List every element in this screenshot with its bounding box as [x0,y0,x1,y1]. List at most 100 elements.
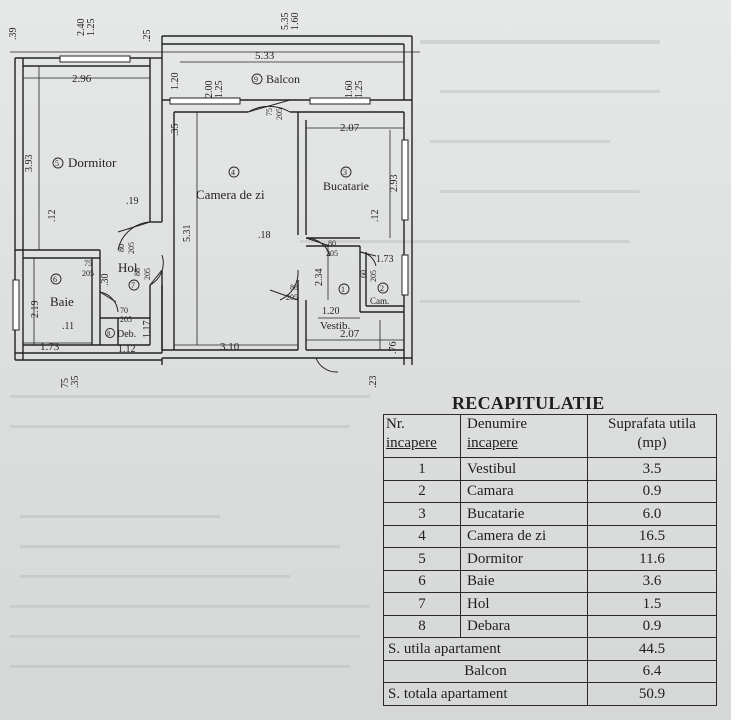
dim-label: 205 [127,242,136,254]
dim-label: 1.60 [344,81,355,99]
dim-label: 205 [369,270,378,282]
room-name: Baie [50,294,74,309]
dim-label: 1.20 [322,306,340,317]
row-area: 0.9 [587,614,717,638]
room-camera-de-zi: 4 Camera de zi [196,166,265,202]
svg-text:4: 4 [231,168,235,177]
row-name: Hol [460,592,588,616]
header-nr: Nr. incapere [383,414,461,458]
dimension-labels: .39 2.40 1.25 .25 5.35 1.60 5.33 2.96 1.… [8,13,400,389]
dim-label: 205 [286,293,298,302]
row-nr: 2 [383,479,461,503]
room-name: Cam. [370,296,389,306]
row-nr: 6 [383,569,461,593]
windows [12,55,409,331]
dim-label: 88 [290,283,298,292]
row-name: Camera de zi [460,524,588,548]
dim-label: .25 [142,30,153,43]
dim-label: 2.93 [389,175,400,193]
dim-label: .35 [170,124,181,137]
svg-text:3: 3 [343,168,347,177]
row-name: Debara [460,614,588,638]
room-camara: 2 Cam. [370,282,389,306]
header-denumire: Denumire incapere [460,414,588,458]
row-area: 3.5 [587,457,717,481]
dim-label: 1.73 [40,341,60,353]
door-swings [99,99,377,373]
balcon-label: Balcon [383,659,588,683]
svg-text:2: 2 [380,284,384,293]
row-nr: 1 [383,457,461,481]
row-name: Camara [460,479,588,503]
dim-label: 60 [359,270,368,278]
dim-label: .76 [388,342,399,355]
dim-label: 2.07 [340,328,360,340]
dim-label: 205 [326,249,338,258]
row-name: Dormitor [460,547,588,571]
room-hol: 7 Hol [118,260,140,291]
row-name: Bucatarie [460,502,588,526]
dim-label: 1.25 [354,81,365,99]
dim-label: 75 [265,108,274,116]
svg-text:1: 1 [341,285,345,294]
dim-label: 5.31 [182,225,193,243]
dim-label: 205 [120,315,132,324]
room-name: Hol [118,260,138,275]
dim-label: 1.12 [118,344,136,355]
total-totala-label: S. totala apartament [383,682,588,706]
dim-label: 1.20 [170,73,181,91]
room-name: Vestib. [320,320,351,332]
dim-label: 80 [117,244,126,252]
row-nr: 5 [383,547,461,571]
dim-label: .12 [370,210,381,223]
row-area: 6.0 [587,502,717,526]
dim-label: 2.00 [204,81,215,99]
dim-label: .35 [70,376,81,389]
bleed-through-texture [10,40,660,668]
dim-label: 1.17 [142,321,153,339]
dim-label: .11 [62,321,74,332]
svg-text:7: 7 [131,281,135,290]
dim-label: .19 [126,196,139,207]
dim-label: 75 [84,259,92,268]
dim-label: .12 [47,210,58,223]
svg-text:5: 5 [55,159,59,168]
dim-label: 2.40 [76,19,87,37]
dim-label: .18 [258,230,271,241]
row-name: Baie [460,569,588,593]
dim-label: 88 [133,268,142,276]
recap-title: RECAPITULATIE [452,393,605,413]
svg-text:8: 8 [107,330,111,338]
dim-label: 3.93 [24,155,35,173]
row-nr: 4 [383,524,461,548]
room-name: Balcon [266,72,300,86]
room-balcon: 9 Balcon [251,72,300,86]
room-bucatarie: 3 Bucatarie [323,166,369,193]
row-area: 1.5 [587,592,717,616]
dim-label: 2.96 [72,73,92,85]
svg-text:6: 6 [53,275,57,284]
dim-label: 1.60 [290,13,301,31]
svg-text:9: 9 [254,75,258,84]
dim-label: 1.73 [376,254,394,265]
total-utila-value: 44.5 [587,637,717,661]
row-nr: 7 [383,592,461,616]
row-area: 3.6 [587,569,717,593]
dimension-lines [10,51,420,350]
row-area: 0.9 [587,479,717,503]
room-baie: 6 Baie [50,273,74,309]
dim-label: 1.25 [214,81,225,99]
dim-label: 2.19 [30,301,41,319]
room-name: Bucatarie [323,179,369,193]
row-area: 11.6 [587,547,717,571]
room-debara: 8 Deb. [105,328,136,340]
dim-label: .39 [8,28,19,41]
